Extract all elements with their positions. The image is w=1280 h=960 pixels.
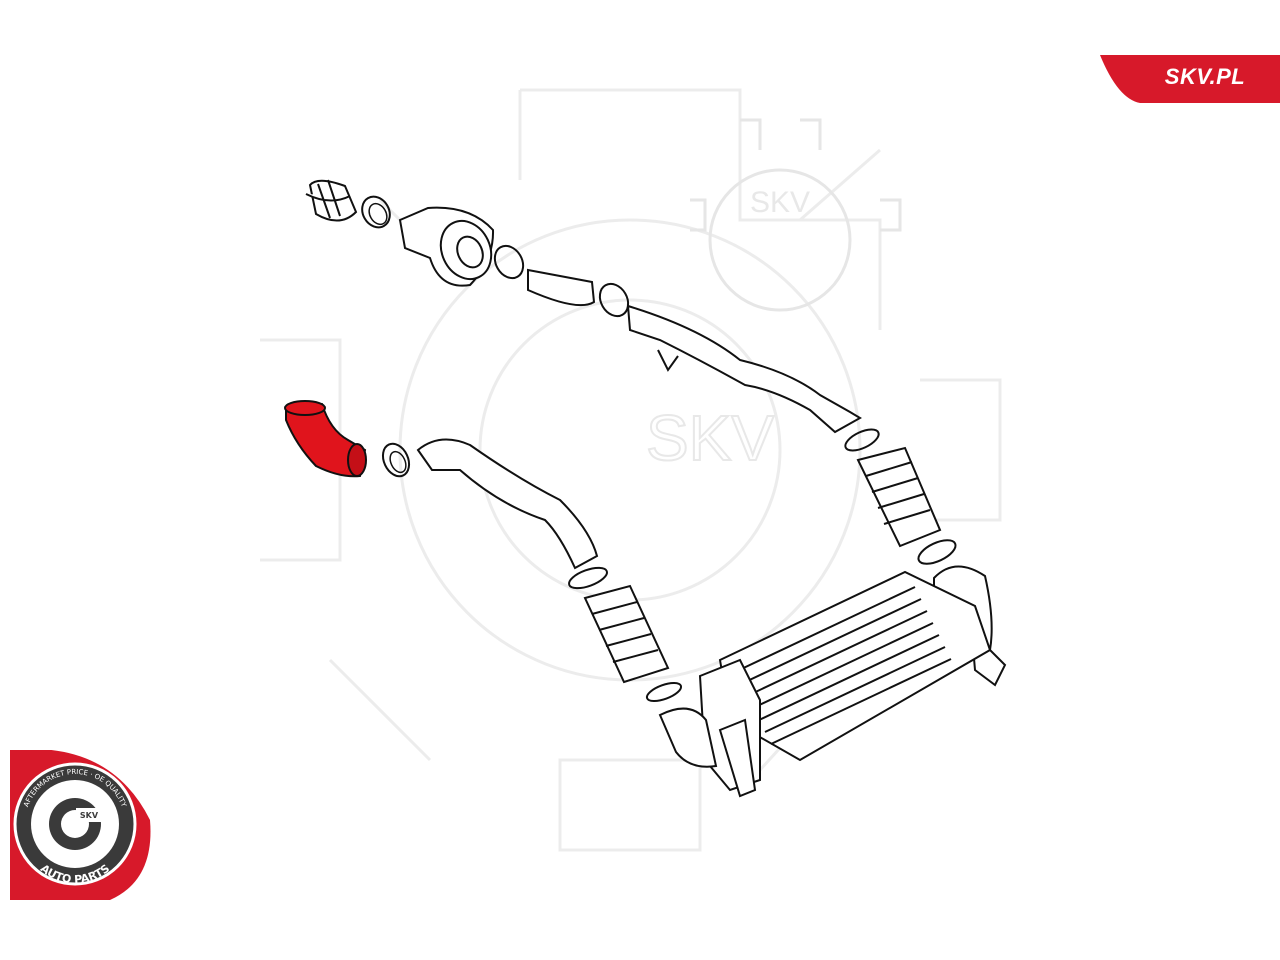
upper-charge-pipe xyxy=(626,304,862,434)
watermark-label: SKV xyxy=(646,402,774,474)
brand-site-label[interactable]: SKV.PL xyxy=(1164,64,1246,89)
hose-clamp xyxy=(645,681,683,703)
brand-tab xyxy=(1100,55,1280,103)
watermark-small-gear-icon xyxy=(690,118,902,312)
turbo-outlet-fitting xyxy=(305,179,358,222)
intercooler-inlet-hose[interactable] xyxy=(284,400,367,478)
hose-clamp xyxy=(917,539,957,565)
hose-clamp-inner xyxy=(389,450,407,474)
connector-pipe xyxy=(527,268,596,307)
hose-clamp xyxy=(844,428,880,452)
lower-charge-pipe xyxy=(416,438,599,570)
hose-clamp xyxy=(381,442,411,478)
bellows-hose-right xyxy=(856,446,942,548)
hose-clamp xyxy=(361,195,391,229)
bellows-hose-left xyxy=(583,584,670,684)
watermark-label-small: SKV xyxy=(750,186,810,219)
skv-seal-logo: AFTERMARKET PRICE · OE QUALITY AUTO PART… xyxy=(10,750,151,900)
intercooler xyxy=(698,570,992,798)
intercooler-inlet-elbow xyxy=(658,707,718,768)
pipe-bracket xyxy=(657,349,679,372)
hose-clamp xyxy=(598,282,630,318)
hose-clamp-inner xyxy=(368,202,388,226)
resonator xyxy=(398,206,495,287)
seal-center-text: SKV xyxy=(80,811,99,820)
hose-clamp xyxy=(568,566,608,590)
hose-clamp xyxy=(493,244,525,280)
